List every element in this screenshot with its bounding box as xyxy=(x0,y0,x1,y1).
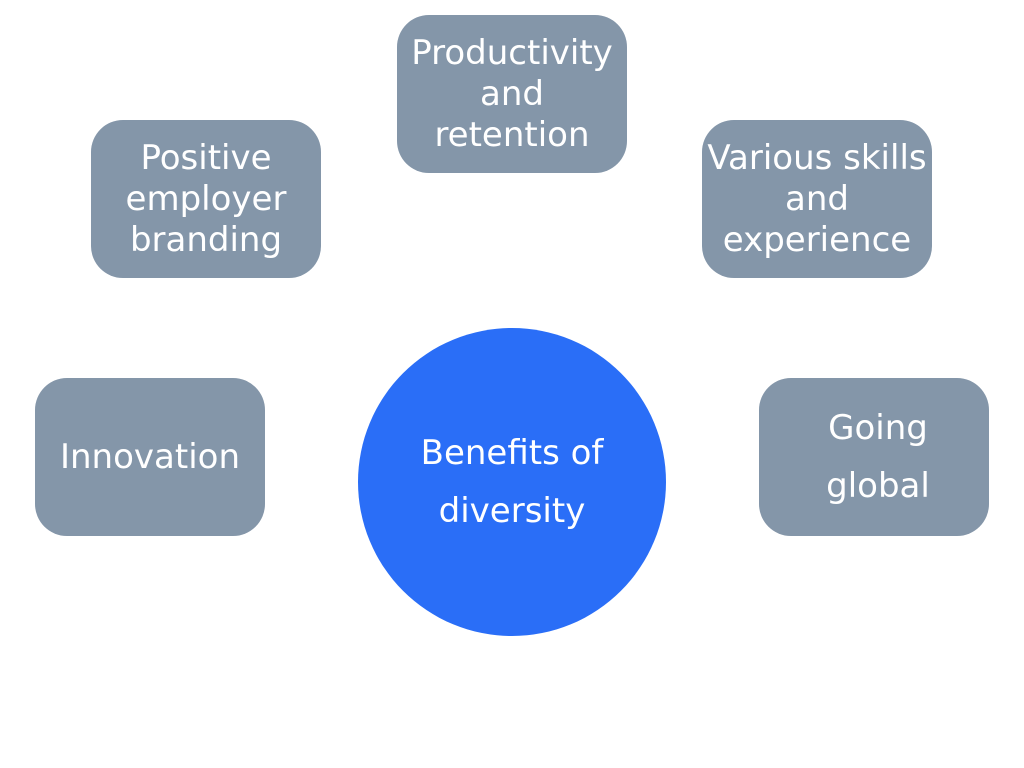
node-label-line: retention xyxy=(434,114,590,155)
node-label-line: Positive xyxy=(140,137,272,178)
node-productivity-and-retention: Productivity and retention xyxy=(397,15,627,173)
node-label-line: and xyxy=(480,73,544,114)
node-label-line: Going xyxy=(828,408,928,448)
node-going-global: Going global xyxy=(759,378,989,536)
node-label-line: branding xyxy=(129,219,283,260)
center-label-line: Benefits of xyxy=(420,433,604,473)
node-label-line: experience xyxy=(722,219,912,260)
node-label-line: global xyxy=(826,466,930,506)
node-label-line: employer xyxy=(125,178,287,219)
node-label-line: Innovation xyxy=(59,436,240,477)
center-label-line: diversity xyxy=(438,491,586,531)
node-innovation: Innovation xyxy=(35,378,265,536)
node-positive-employer-branding: Positive employer branding xyxy=(91,120,321,278)
node-label-line: Various skills xyxy=(707,137,927,178)
node-label-line: and xyxy=(785,178,849,219)
node-various-skills-and-experience: Various skills and experience xyxy=(702,120,932,278)
center-node-benefits-of-diversity: Benefits of diversity xyxy=(358,328,666,636)
node-label-line: Productivity xyxy=(411,32,613,73)
